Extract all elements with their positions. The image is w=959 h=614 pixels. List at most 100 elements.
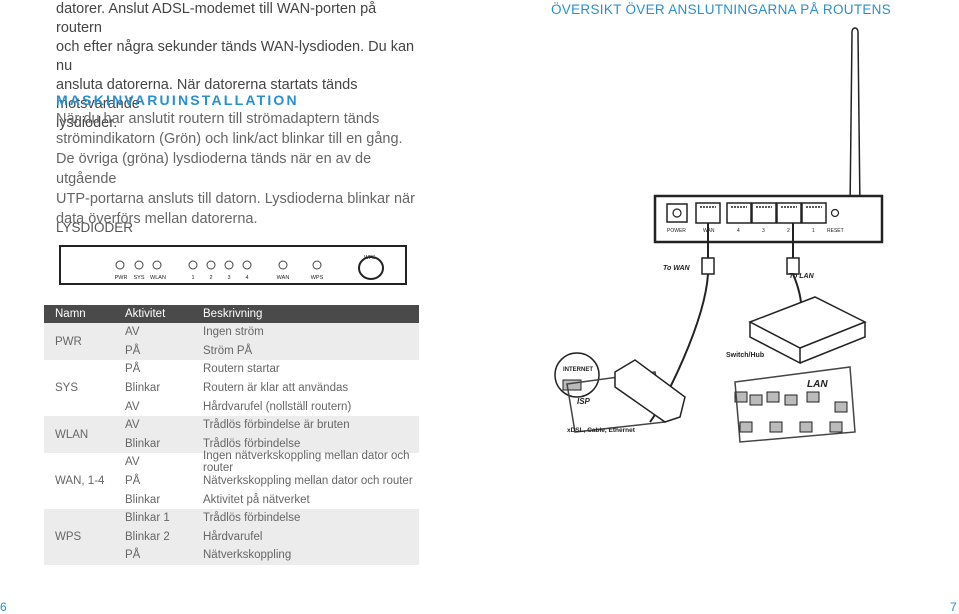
led-table: Namn Aktivitet Beskrivning PWR AV Ingen s… xyxy=(44,305,419,565)
hardware-body: När du har anslutit routern till strömad… xyxy=(56,109,416,229)
hardware-line: strömindikatorn (Grön) och link/act blin… xyxy=(56,131,403,147)
led-label: WAN xyxy=(277,275,290,281)
intro-line: lysdioder. xyxy=(56,115,118,131)
table-row: AV Ingen nätverkskoppling mellan dator oc… xyxy=(125,450,419,475)
activity-cell: PÅ xyxy=(125,475,141,488)
description-cell: Hårdvarufel (nollställ routern) xyxy=(203,400,352,413)
led-wan-icon xyxy=(278,260,288,270)
lan-computer-icons xyxy=(734,391,848,433)
group-name: WLAN xyxy=(55,428,89,441)
modem-caption: xDSL, Cable, Ethernet xyxy=(567,427,636,434)
port-label: RESET xyxy=(827,228,844,234)
led-port1-icon xyxy=(188,260,198,270)
group-name: WPS xyxy=(55,530,82,543)
led-port4-icon xyxy=(242,260,252,270)
table-row: AV Hårdvarufel (nollställ routern) xyxy=(125,397,419,416)
activity-cell: AV xyxy=(125,419,140,432)
lan-label: LAN xyxy=(807,379,828,390)
table-row: PÅ Nätverkskoppling xyxy=(125,546,419,565)
activity-cell: AV xyxy=(125,326,140,339)
port-label: POWER xyxy=(667,228,686,234)
switch-hub-label: Switch/Hub xyxy=(726,352,764,359)
internet-label: INTERNET xyxy=(563,367,593,373)
overview-title: ÖVERSIKT ÖVER ANSLUTNINGARNA PÅ ROUTENS xyxy=(551,2,892,17)
led-label: 3 xyxy=(227,275,230,281)
activity-cell: AV xyxy=(125,400,140,413)
reset-button-icon xyxy=(830,208,840,218)
hardware-heading: MASKINVARUINSTALLATION xyxy=(56,92,299,108)
led-label: 4 xyxy=(245,275,248,281)
header-activity: Aktivitet xyxy=(125,308,166,320)
table-row: Blinkar Routern är klar att användas xyxy=(125,379,419,398)
led-pwr-icon xyxy=(115,260,125,270)
led-port3-icon xyxy=(224,260,234,270)
description-cell: Routern är klar att användas xyxy=(203,382,349,395)
led-panel-illustration: WPS PWR SYS WLAN 1 2 3 4 WAN WPS xyxy=(59,245,407,285)
port-label: 2 xyxy=(787,228,790,234)
table-row: PÅ Nätverkskoppling mellan dator och rout… xyxy=(125,472,419,491)
table-row: AV Ingen ström xyxy=(125,323,419,342)
activity-cell: PÅ xyxy=(125,363,141,376)
port-label: 4 xyxy=(737,228,740,234)
hardware-line: När du har anslutit routern till strömad… xyxy=(56,111,380,127)
table-row: AV Trådlös förbindelse är bruten xyxy=(125,416,419,435)
group-name: WAN, 1-4 xyxy=(55,475,105,488)
activity-cell: Blinkar 1 xyxy=(125,512,170,525)
table-group-wlan: WLAN AV Trådlös förbindelse är bruten Bli… xyxy=(44,415,419,454)
activity-cell: PÅ xyxy=(125,549,141,562)
description-cell: Nätverkskoppling mellan dator och router xyxy=(203,475,413,488)
table-row: PÅ Routern startar xyxy=(125,360,419,379)
switch-hub-icon xyxy=(748,296,867,349)
table-header: Namn Aktivitet Beskrivning xyxy=(44,305,419,323)
header-name: Namn xyxy=(55,308,86,320)
description-cell: Ingen nätverkskoppling mellan dator och … xyxy=(203,450,410,475)
wps-button-icon xyxy=(358,256,384,280)
group-name: PWR xyxy=(55,335,82,348)
isp-label: ISP xyxy=(577,397,591,406)
intro-line: datorer. Anslut ADSL-modemet till WAN-po… xyxy=(56,1,377,36)
wan-plug-icon xyxy=(701,257,715,275)
intro-line: ansluta datorerna. När datorerna startat… xyxy=(56,77,358,112)
activity-cell: Blinkar xyxy=(125,382,161,395)
group-name: SYS xyxy=(55,382,79,395)
lan-plug-icon xyxy=(786,257,800,275)
lan-network-outline xyxy=(734,366,856,443)
activity-cell: Blinkar xyxy=(125,493,161,506)
table-group-sys: SYS PÅ Routern startar Blinkar Routern är … xyxy=(44,360,419,416)
led-label: WLAN xyxy=(150,275,166,281)
modem-icon xyxy=(614,359,686,423)
page-number-right: 7 xyxy=(950,600,957,614)
led-label: 2 xyxy=(209,275,212,281)
activity-cell: Blinkar 2 xyxy=(125,530,170,543)
table-group-wan: WAN, 1-4 AV Ingen nätverkskoppling mellan… xyxy=(44,450,419,509)
led-label: WPS xyxy=(311,275,324,281)
activity-cell: Blinkar xyxy=(125,437,161,450)
table-row: Blinkar Aktivitet på nätverket xyxy=(125,490,419,509)
activity-cell: AV xyxy=(125,456,140,469)
power-jack-icon xyxy=(666,203,688,223)
led-wps-icon xyxy=(312,260,322,270)
ethernet-ports xyxy=(695,202,827,224)
intro-text: datorer. Anslut ADSL-modemet till WAN-po… xyxy=(56,0,426,133)
led-label: SYS xyxy=(133,275,144,281)
activity-cell: PÅ xyxy=(125,344,141,357)
description-cell: Ingen ström xyxy=(203,326,264,339)
led-wlan-icon xyxy=(152,260,162,270)
description-cell: Trådlös förbindelse är bruten xyxy=(203,419,350,432)
description-cell: Aktivitet på nätverket xyxy=(203,493,310,506)
description-cell: Nätverkskoppling xyxy=(203,549,292,562)
connection-diagram: POWER WAN 4 3 2 1 RESET To WAN To LAN Sw… xyxy=(554,27,884,443)
header-description: Beskrivning xyxy=(203,308,263,320)
led-sys-icon xyxy=(134,260,144,270)
description-cell: Routern startar xyxy=(203,363,280,376)
to-wan-label: To WAN xyxy=(663,265,691,272)
port-label: 1 xyxy=(812,228,815,234)
led-label: 1 xyxy=(191,275,194,281)
antenna-icon xyxy=(849,27,861,211)
